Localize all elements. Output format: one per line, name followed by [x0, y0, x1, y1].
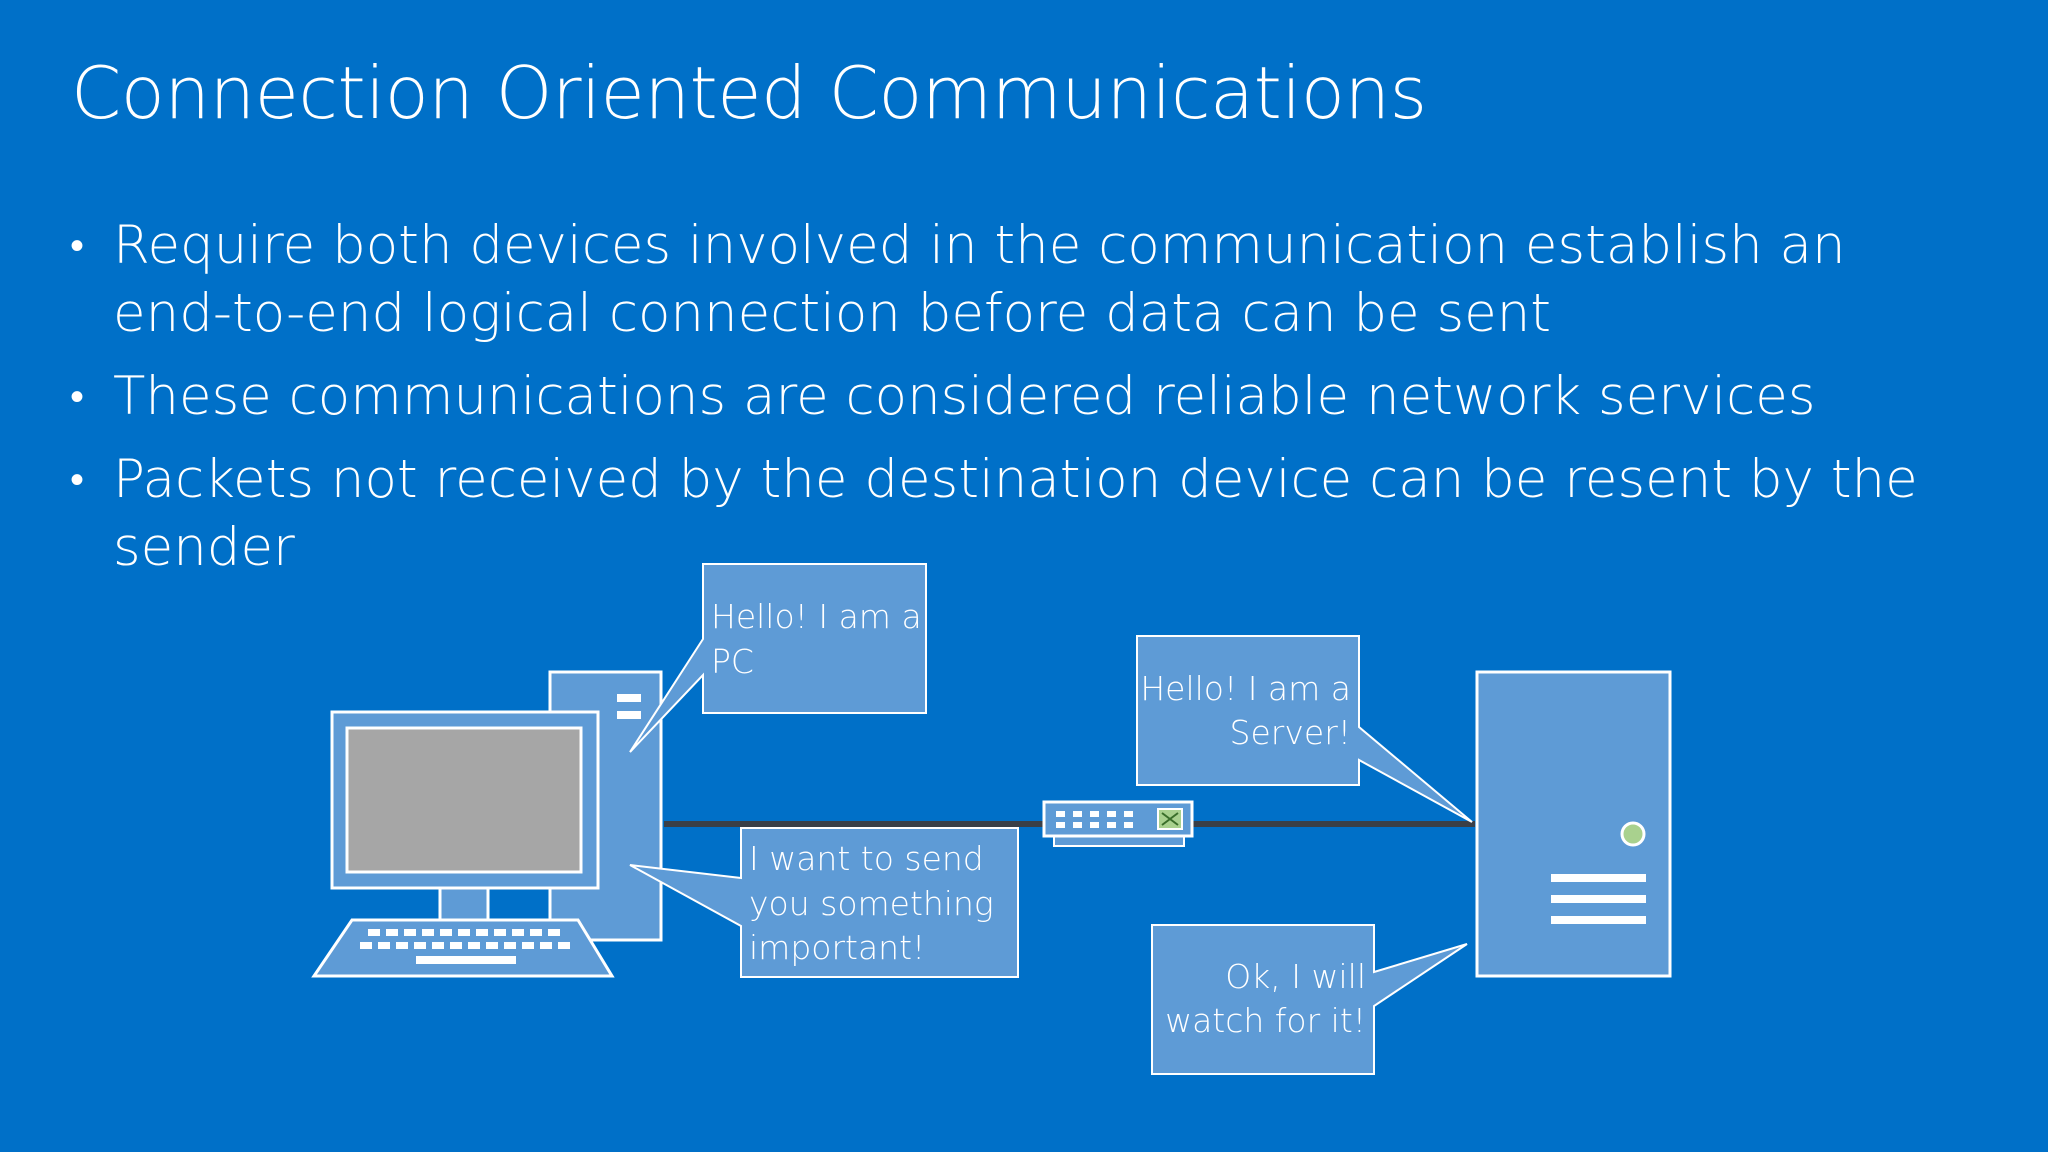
- monitor-screen: [345, 726, 583, 874]
- bullet-item: Require both devices involved in the com…: [70, 212, 1970, 348]
- bullet-item: These communications are considered reli…: [70, 363, 1970, 431]
- bubble-text: Hello! I am a: [1140, 669, 1351, 708]
- bubble-text: important!: [749, 928, 925, 967]
- server-drive-bay: [1551, 874, 1646, 882]
- pc-speech-bubble-send: I want to send you something important!: [629, 827, 1019, 978]
- bubble-text: Hello! I am a: [711, 597, 922, 636]
- switch-ports: [1056, 811, 1133, 828]
- pc-tower-slot: [617, 694, 641, 702]
- bullet-item: Packets not received by the destination …: [70, 446, 1970, 582]
- slide-title: Connection Oriented Communications: [71, 51, 1427, 135]
- server-status-led: [1620, 821, 1646, 847]
- switch-uplink-arrows: [1161, 812, 1179, 826]
- server-icon: [1475, 670, 1672, 978]
- bubble-text: you something: [749, 884, 994, 923]
- server-drive-bay: [1551, 916, 1646, 924]
- keyboard-keys: [360, 929, 570, 964]
- pc-speech-bubble-hello: Hello! I am a PC: [629, 563, 927, 753]
- bubble-text: Server!: [1230, 713, 1351, 752]
- pc-computer-icon: [311, 670, 663, 978]
- bubble-text: PC: [711, 642, 754, 681]
- bubble-text: I want to send: [749, 839, 984, 878]
- server-drive-bay: [1551, 895, 1646, 903]
- bullet-list: Require both devices involved in the com…: [70, 212, 1970, 597]
- bubble-text: Ok, I will: [1225, 957, 1366, 996]
- switch-body: [1042, 800, 1194, 838]
- monitor-stand: [438, 886, 490, 922]
- server-speech-bubble-hello: Hello! I am a Server!: [1136, 635, 1473, 823]
- pc-tower-slot: [617, 711, 641, 719]
- network-switch-icon: [1042, 800, 1194, 847]
- server-chassis: [1475, 670, 1672, 978]
- server-speech-bubble-ok: Ok, I will watch for it!: [1151, 924, 1468, 1075]
- bubble-text: watch for it!: [1165, 1001, 1366, 1040]
